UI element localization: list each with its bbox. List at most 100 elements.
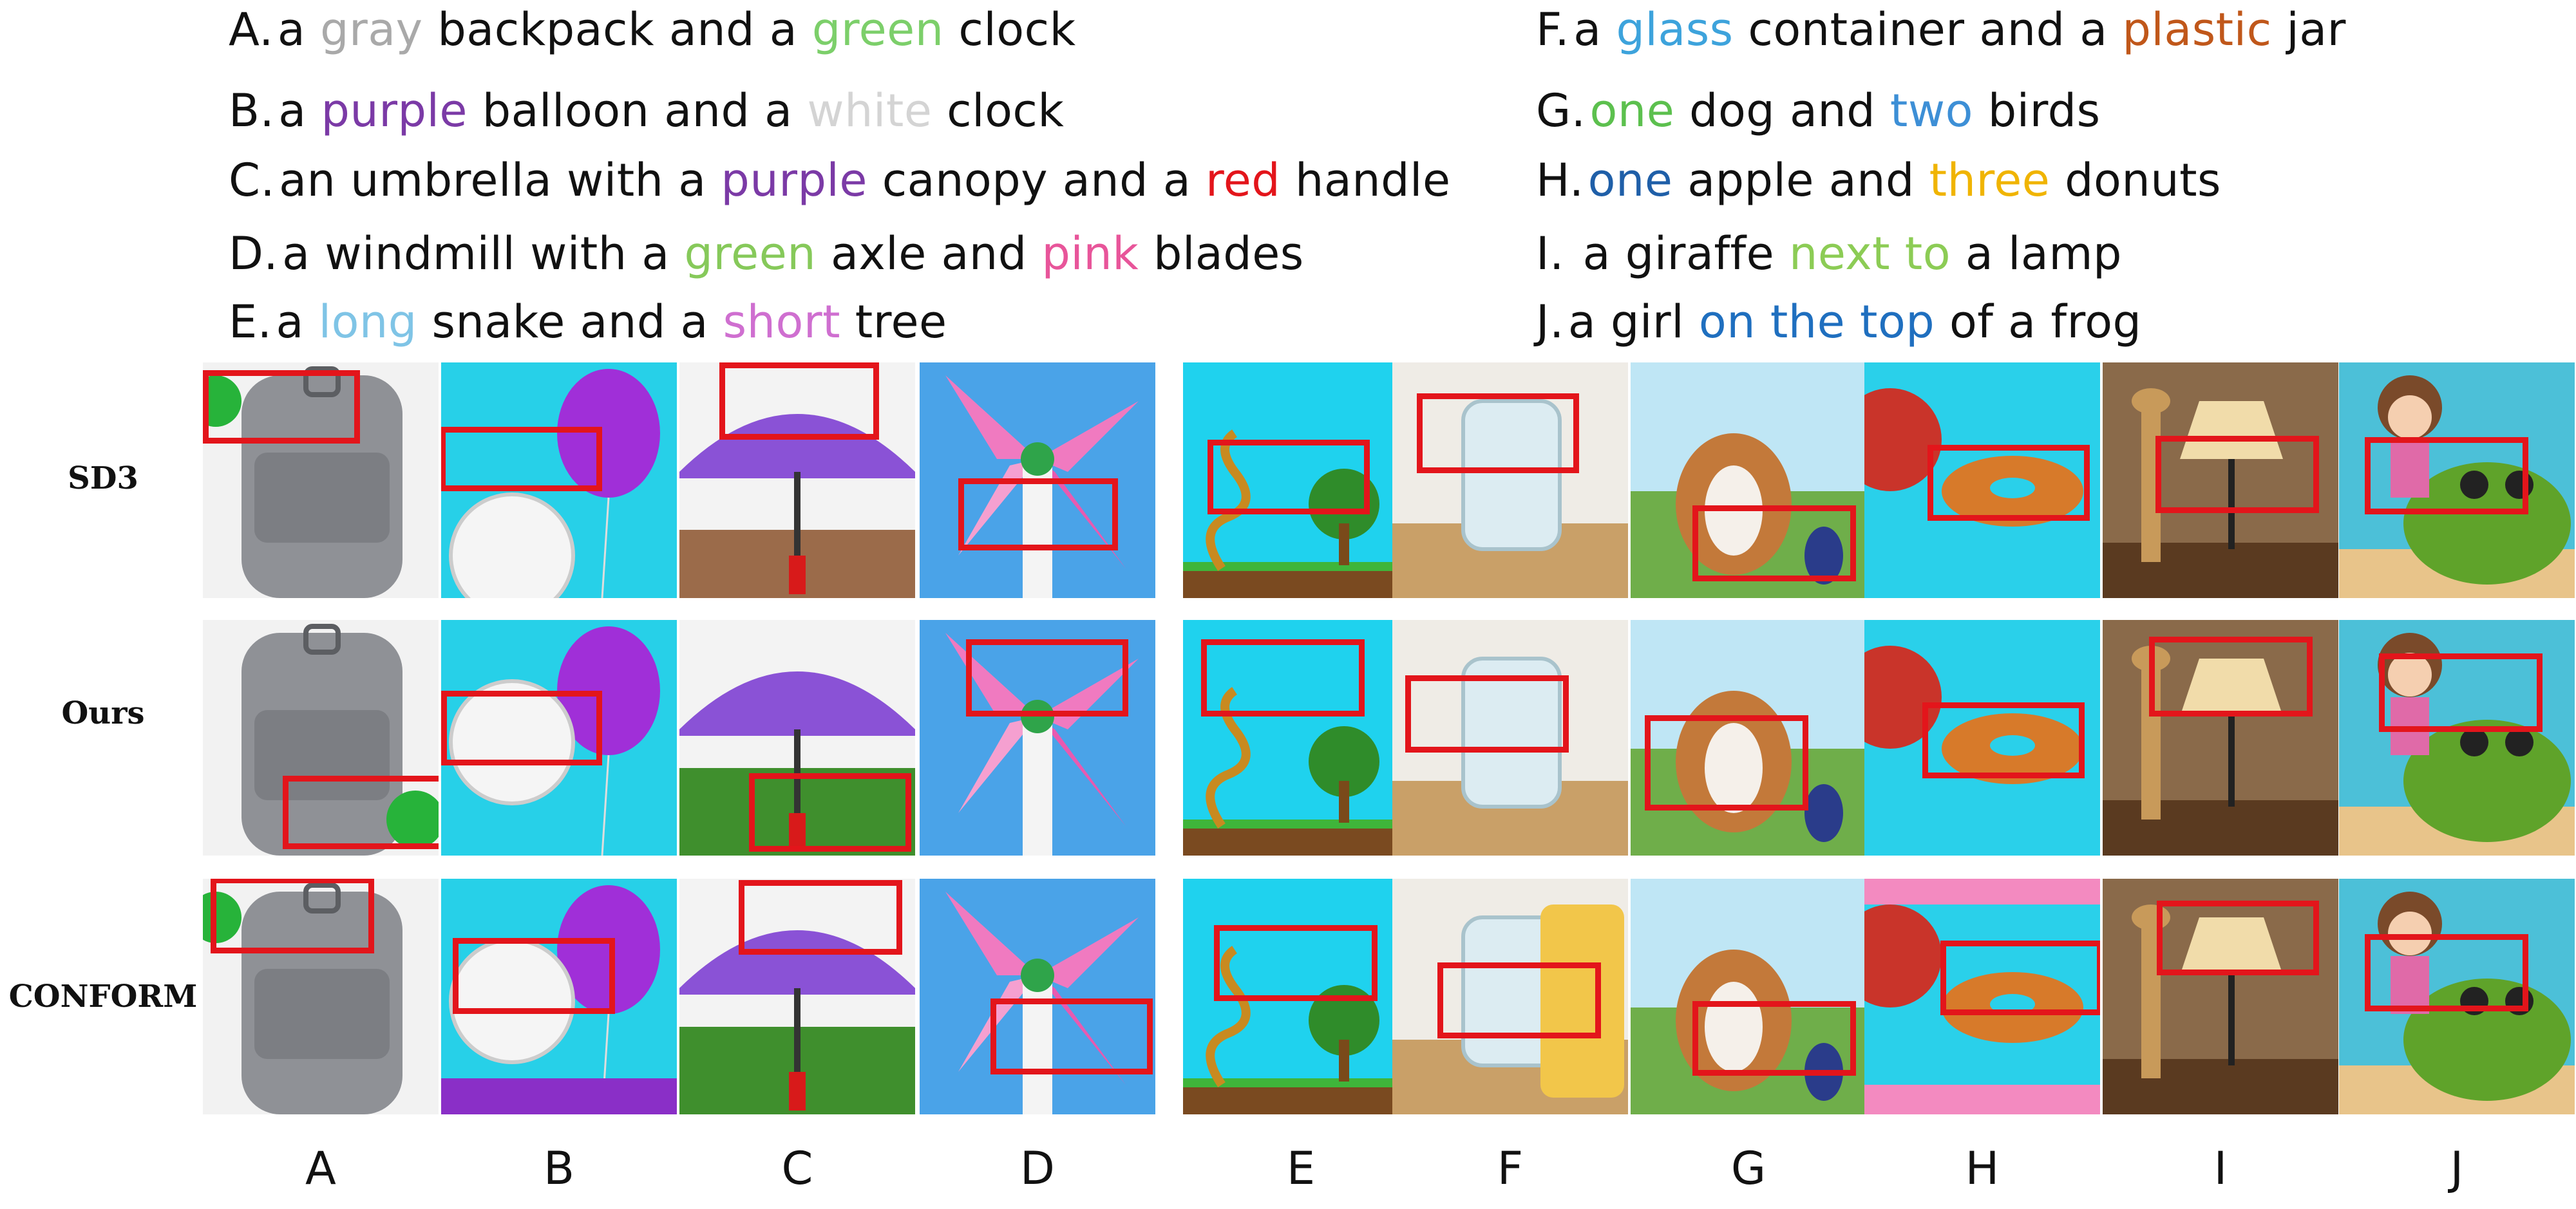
prompt-text: birds bbox=[1973, 84, 2101, 137]
image-ours-b bbox=[441, 620, 677, 856]
prompt-b: B.a purple balloon and a white clock bbox=[229, 80, 1064, 142]
prompt-keyword: green bbox=[811, 3, 944, 56]
prompt-letter: C. bbox=[229, 154, 276, 207]
prompt-text: handle bbox=[1280, 154, 1451, 207]
prompt-text: snake and a bbox=[417, 295, 723, 348]
image-conform-e bbox=[1183, 879, 1419, 1114]
image-ours-j bbox=[2339, 620, 2575, 856]
attention-box bbox=[739, 880, 902, 955]
attention-box bbox=[1201, 639, 1365, 717]
prompt-text: of a frog bbox=[1935, 295, 2142, 348]
prompt-keyword: plastic bbox=[2122, 3, 2272, 56]
image-conform-c bbox=[679, 879, 915, 1114]
prompt-keyword: long bbox=[318, 295, 417, 348]
prompt-text: a bbox=[278, 84, 321, 137]
column-label-d: D bbox=[1020, 1142, 1055, 1195]
image-conform-g bbox=[1631, 879, 1866, 1114]
prompt-keyword: next to bbox=[1788, 227, 1951, 280]
prompt-text: apple and bbox=[1672, 154, 1929, 207]
attention-box bbox=[283, 776, 439, 849]
attention-box bbox=[1208, 440, 1370, 514]
image-sd3-b bbox=[441, 362, 677, 598]
column-label-e: E bbox=[1286, 1142, 1316, 1195]
attention-box bbox=[749, 773, 911, 852]
image-ours-g bbox=[1631, 620, 1866, 856]
attention-box bbox=[1417, 393, 1579, 473]
attention-box bbox=[1405, 675, 1569, 753]
prompt-d: D.a windmill with a green axle and pink … bbox=[229, 223, 1304, 285]
image-sd3-h bbox=[1864, 362, 2100, 598]
prompt-keyword: two bbox=[1889, 84, 1973, 137]
prompt-keyword: three bbox=[1929, 154, 2050, 207]
attention-box bbox=[1437, 962, 1601, 1038]
column-label-h: H bbox=[1965, 1142, 2000, 1195]
image-sd3-i bbox=[2103, 362, 2338, 598]
prompt-c: C.an umbrella with a purple canopy and a… bbox=[229, 149, 1451, 211]
prompt-j: J.a girl on the top of a frog bbox=[1536, 291, 2141, 353]
prompt-keyword: purple bbox=[721, 154, 867, 207]
prompt-keyword: red bbox=[1205, 154, 1281, 207]
prompt-text: a bbox=[276, 295, 319, 348]
prompt-letter: F. bbox=[1536, 3, 1570, 56]
prompt-text: a lamp bbox=[1951, 227, 2122, 280]
image-conform-j bbox=[2339, 879, 2575, 1114]
image-ours-c bbox=[679, 620, 915, 856]
attention-box bbox=[441, 691, 602, 765]
column-label-c: C bbox=[781, 1142, 813, 1195]
image-sd3-e bbox=[1183, 362, 1419, 598]
image-conform-h bbox=[1864, 879, 2100, 1114]
prompt-text: jar bbox=[2271, 3, 2346, 56]
prompt-text: backpack and a bbox=[422, 3, 812, 56]
column-label-b: B bbox=[543, 1142, 575, 1195]
image-ours-a bbox=[203, 620, 439, 856]
image-conform-a bbox=[203, 879, 439, 1114]
prompt-text: axle and bbox=[816, 227, 1042, 280]
image-sd3-a bbox=[203, 362, 439, 598]
prompt-text: a girl bbox=[1567, 295, 1699, 348]
prompt-letter: J. bbox=[1536, 295, 1564, 348]
prompt-text: clock bbox=[943, 3, 1076, 56]
attention-box bbox=[1940, 941, 2100, 1015]
attention-box bbox=[1922, 702, 2085, 778]
prompt-text: container and a bbox=[1733, 3, 2123, 56]
image-conform-f bbox=[1392, 879, 1628, 1114]
prompt-text: clock bbox=[932, 84, 1065, 137]
prompt-text: a bbox=[1573, 3, 1616, 56]
prompt-text: an umbrella with a bbox=[279, 154, 721, 207]
prompt-letter: G. bbox=[1536, 84, 1586, 137]
attention-box bbox=[719, 362, 879, 440]
prompt-a: A.a gray backpack and a green clock bbox=[229, 0, 1076, 61]
row-label-ours: Ours bbox=[61, 695, 145, 731]
prompt-text: a windmill with a bbox=[282, 227, 685, 280]
column-label-i: I bbox=[2213, 1142, 2228, 1195]
prompt-keyword: glass bbox=[1616, 3, 1734, 56]
prompt-keyword: pink bbox=[1041, 227, 1139, 280]
prompt-f: F.a glass container and a plastic jar bbox=[1536, 0, 2346, 61]
attention-box bbox=[1214, 925, 1378, 1001]
attention-box bbox=[2365, 437, 2528, 514]
image-ours-i bbox=[2103, 620, 2338, 856]
attention-box bbox=[1645, 715, 1808, 811]
prompt-keyword: short bbox=[723, 295, 841, 348]
prompt-keyword: on the top bbox=[1698, 295, 1935, 348]
image-sd3-d bbox=[920, 362, 1155, 598]
column-label-f: F bbox=[1497, 1142, 1524, 1195]
prompt-e: E.a long snake and a short tree bbox=[229, 291, 947, 353]
prompt-keyword: one bbox=[1587, 154, 1673, 207]
row-label-sd3: SD3 bbox=[68, 460, 138, 496]
prompt-text: a bbox=[277, 3, 321, 56]
prompt-letter: B. bbox=[229, 84, 275, 137]
prompt-keyword: white bbox=[807, 84, 933, 137]
image-ours-d bbox=[920, 620, 1155, 856]
attention-box bbox=[2379, 653, 2543, 732]
prompt-keyword: green bbox=[684, 227, 817, 280]
row-label-conform: CONFORM bbox=[8, 979, 198, 1015]
prompt-letter: A. bbox=[229, 3, 274, 56]
attention-box bbox=[203, 370, 360, 444]
column-label-j: J bbox=[2450, 1142, 2464, 1195]
image-ours-h bbox=[1864, 620, 2100, 856]
column-label-g: G bbox=[1730, 1142, 1766, 1195]
prompt-g: G.one dog and two birds bbox=[1536, 80, 2101, 142]
prompt-i: I. a giraffe next to a lamp bbox=[1536, 223, 2122, 285]
